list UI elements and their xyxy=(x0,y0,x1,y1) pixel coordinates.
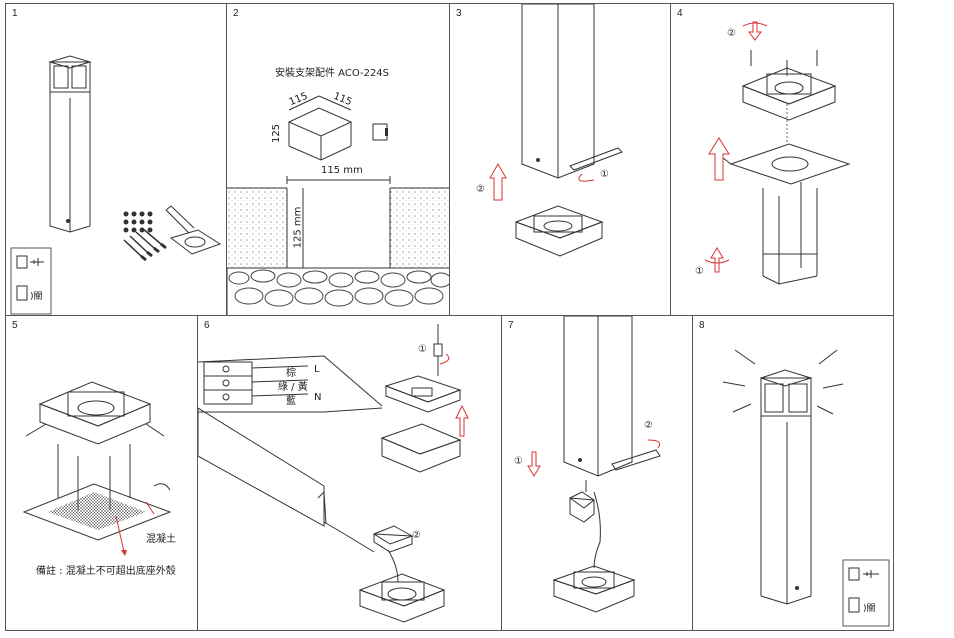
step6-illustration xyxy=(198,324,469,623)
hole-width: 115 mm xyxy=(321,165,363,176)
step8-illustration xyxy=(722,349,890,627)
marker-1: ① xyxy=(514,456,523,467)
marker-2: ② xyxy=(727,28,736,39)
step2-illustration xyxy=(227,95,449,315)
marker-2: ② xyxy=(412,530,421,541)
step7-illustration xyxy=(527,316,661,613)
concrete-note: 備註 : 混凝土不可超出底座外殼 xyxy=(36,566,176,577)
panel-step-3: 3 ① ② xyxy=(449,3,671,316)
wire-green-yellow: 綠 / 黃 xyxy=(278,382,308,393)
hole-depth: 125 mm xyxy=(292,206,304,249)
panel-step-7: 7 ① ② xyxy=(501,315,693,631)
panel-step-5: 5 混凝土 備註 : 混凝土不可超出底座外殼 xyxy=(5,315,198,631)
cube-dim-h: 125 xyxy=(271,123,283,144)
step-number: 7 xyxy=(508,320,514,331)
step-number: 8 xyxy=(699,320,705,331)
terminal-L: L xyxy=(314,364,320,375)
step5-illustration xyxy=(22,381,172,556)
marker-1: ① xyxy=(418,344,427,355)
accessory-title: 安裝支架配件 ACO-224S xyxy=(275,68,390,79)
step-number: 3 xyxy=(456,8,462,19)
panel-step-8: 8 )關 xyxy=(692,315,894,631)
step-number: 5 xyxy=(12,320,18,331)
wire-brown: 棕 xyxy=(286,368,296,379)
marker-1: ① xyxy=(600,169,609,180)
switch-off-label: )關 xyxy=(30,292,43,302)
wire-blue: 藍 xyxy=(286,396,296,407)
step-number: 1 xyxy=(12,8,18,19)
concrete-label: 混凝土 xyxy=(146,534,176,545)
step3-illustration xyxy=(489,4,623,257)
step-number: 4 xyxy=(677,8,683,19)
switch-off-label: )關 xyxy=(863,604,876,614)
step1-illustration xyxy=(10,55,222,315)
marker-1: ① xyxy=(695,266,704,277)
panel-step-1: 1 )關 xyxy=(5,3,227,316)
terminal-N: N xyxy=(314,392,322,403)
marker-2: ② xyxy=(476,184,485,195)
step4-illustration xyxy=(704,21,851,285)
panel-step-6: 6 xyxy=(197,315,502,631)
step-number: 6 xyxy=(204,320,210,331)
panel-step-4: 4 ② ① xyxy=(670,3,894,316)
step-number: 2 xyxy=(233,8,239,19)
marker-2: ② xyxy=(644,420,653,431)
panel-step-2: 2 安裝支架配件 ACO-224S xyxy=(226,3,450,316)
